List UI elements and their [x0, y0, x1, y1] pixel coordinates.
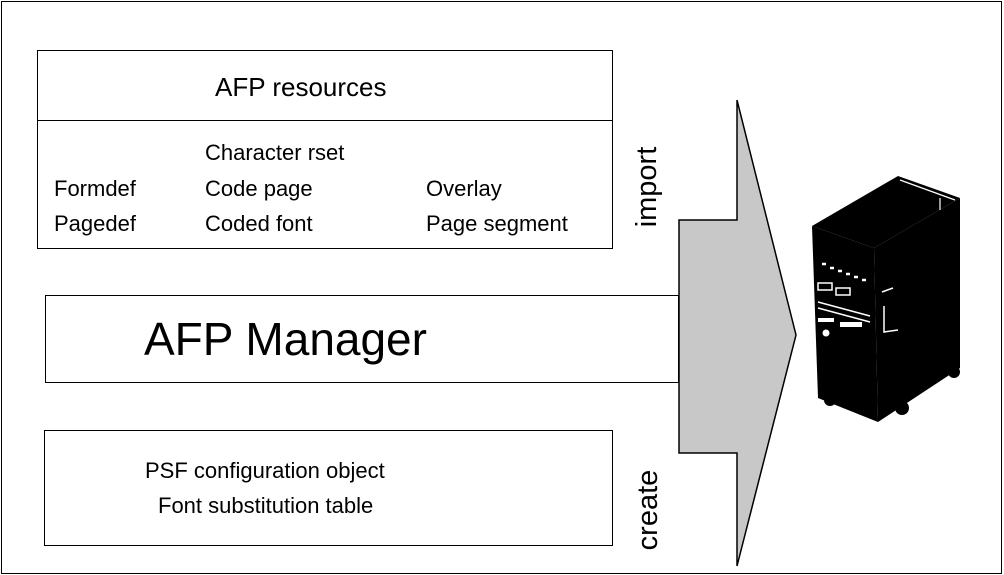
resource-code-page: Code page	[205, 176, 313, 201]
afp-manager-box: AFP Manager	[45, 295, 679, 383]
import-label: import	[631, 146, 663, 228]
resource-overlay: Overlay	[426, 176, 502, 201]
resource-formdef: Formdef	[54, 176, 136, 201]
server-tower-icon	[812, 176, 960, 422]
flow-arrow	[678, 99, 797, 567]
afp-resources-box: AFP resources Formdef Pagedef Character …	[37, 50, 613, 249]
font-substitution-table: Font substitution table	[158, 493, 374, 518]
afp-resources-title: AFP resources	[215, 72, 387, 102]
resource-pagedef: Pagedef	[54, 211, 136, 236]
afp-manager-label: AFP Manager	[144, 313, 427, 365]
afp-resources-header	[38, 51, 612, 121]
create-label: create	[632, 469, 664, 551]
resource-page-segment: Page segment	[426, 211, 568, 236]
create-box: PSF configuration object Font substituti…	[44, 430, 613, 546]
resource-character-rset: Character rset	[205, 140, 345, 165]
resource-coded-font: Coded font	[205, 211, 313, 236]
psf-configuration-object: PSF configuration object	[145, 458, 385, 483]
